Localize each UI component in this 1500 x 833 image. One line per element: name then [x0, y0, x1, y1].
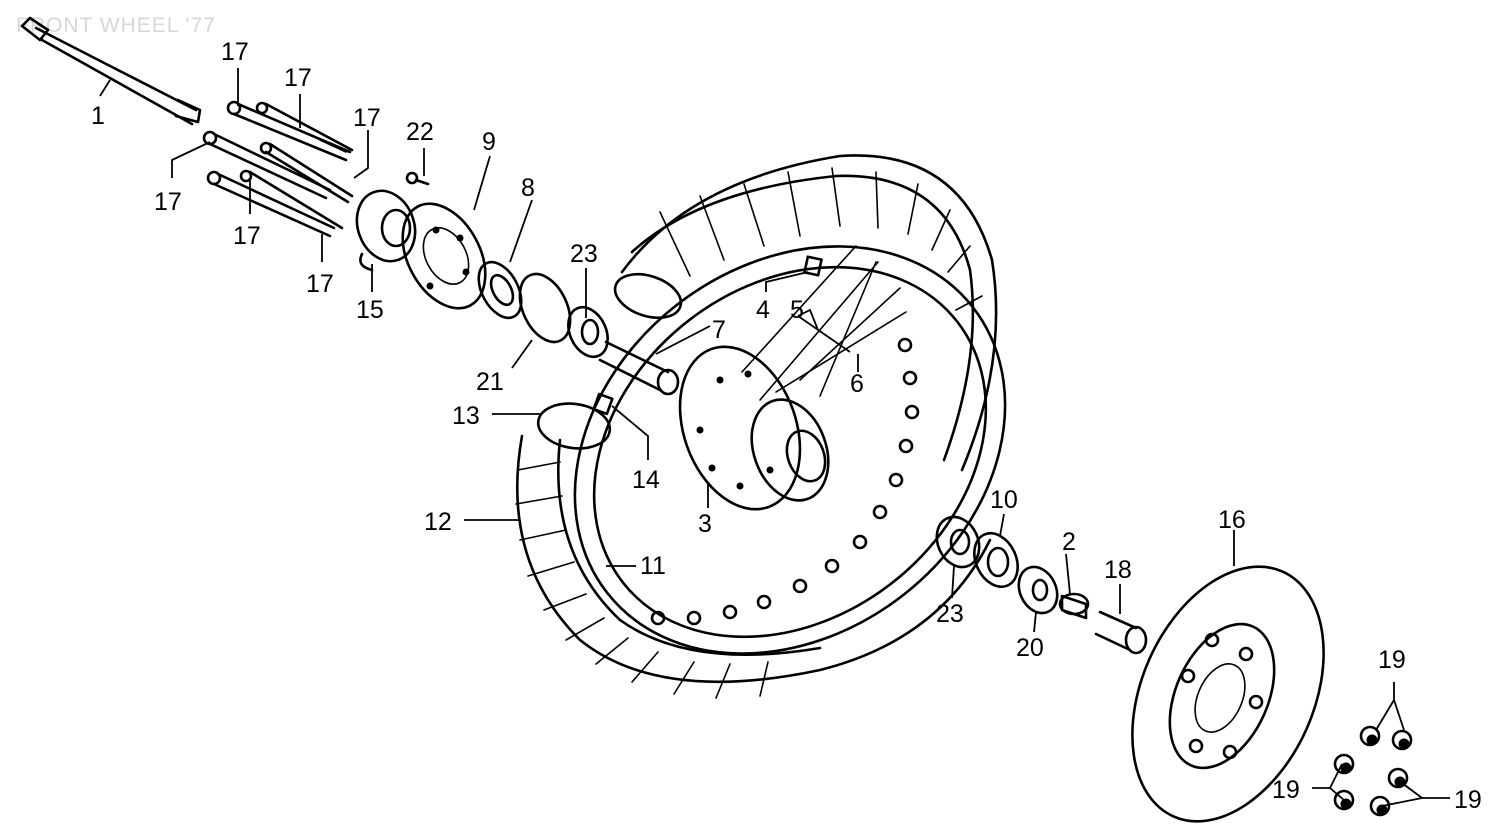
callout-23b: 23 — [936, 600, 964, 628]
callout-17d: 17 — [154, 188, 182, 216]
callout-15: 15 — [356, 296, 384, 324]
callout-6: 6 — [850, 370, 864, 398]
callout-18: 18 — [1104, 556, 1132, 584]
callout-19c: 19 — [1454, 786, 1482, 814]
nut-set-part[interactable] — [1333, 725, 1413, 817]
spacer-part[interactable] — [1058, 592, 1090, 620]
callout-21: 21 — [476, 368, 504, 396]
side-bearing-part[interactable] — [1012, 561, 1065, 620]
callout-8: 8 — [521, 174, 535, 202]
callout-5: 5 — [790, 296, 804, 324]
callout-11: 11 — [640, 552, 666, 580]
bearing-left-part[interactable] — [561, 301, 616, 363]
screw-part[interactable] — [405, 171, 430, 186]
callout-20: 20 — [1016, 634, 1044, 662]
callout-19b: 19 — [1272, 776, 1300, 804]
callout-4: 4 — [756, 296, 770, 324]
callout-17c: 17 — [353, 104, 381, 132]
callout-23a: 23 — [570, 240, 598, 268]
wheel-rim-part[interactable] — [494, 162, 1086, 738]
callout-12: 12 — [424, 508, 452, 536]
callout-17f: 17 — [306, 270, 334, 298]
callout-2: 2 — [1062, 528, 1076, 556]
callout-13: 13 — [452, 402, 480, 430]
brake-disc-part[interactable] — [1095, 537, 1361, 833]
tire-upper-part[interactable] — [609, 154, 998, 472]
valve-part[interactable] — [592, 392, 614, 416]
callout-10: 10 — [990, 486, 1018, 514]
callout-17e: 17 — [233, 222, 261, 250]
oil-seal-part[interactable] — [966, 526, 1026, 594]
speedometer-gearbox-part[interactable] — [347, 183, 424, 272]
distance-collar-part[interactable] — [598, 340, 680, 396]
dust-seal-part[interactable] — [470, 255, 530, 325]
callout-14: 14 — [632, 466, 660, 494]
callout-3: 3 — [698, 510, 712, 538]
o-ring-part[interactable] — [510, 266, 580, 350]
axle-part[interactable] — [20, 16, 202, 126]
callout-labels: 1 17 17 17 17 17 17 22 9 8 23 15 7 21 4 … — [91, 38, 1482, 814]
tire-lower-part[interactable] — [515, 434, 992, 699]
bearing-right-part[interactable] — [929, 510, 987, 574]
retainer-plate-part[interactable] — [386, 190, 502, 323]
collar-part[interactable] — [1094, 610, 1148, 655]
spokes-part — [741, 245, 907, 401]
callout-17a: 17 — [221, 38, 249, 66]
hub-part[interactable] — [659, 330, 842, 526]
tube-part[interactable] — [535, 399, 612, 453]
bolt-set-part[interactable] — [202, 100, 354, 238]
callout-17b: 17 — [284, 64, 312, 92]
diagram-title: FRONT WHEEL '77 — [16, 14, 216, 37]
callout-1: 1 — [91, 102, 105, 130]
rim-spoke-holes — [650, 337, 920, 626]
callout-9: 9 — [482, 128, 496, 156]
callout-7: 7 — [712, 316, 726, 344]
callout-16: 16 — [1218, 506, 1246, 534]
leader-lines — [99, 68, 1450, 807]
callout-22: 22 — [406, 118, 434, 146]
callout-19a: 19 — [1378, 646, 1406, 674]
